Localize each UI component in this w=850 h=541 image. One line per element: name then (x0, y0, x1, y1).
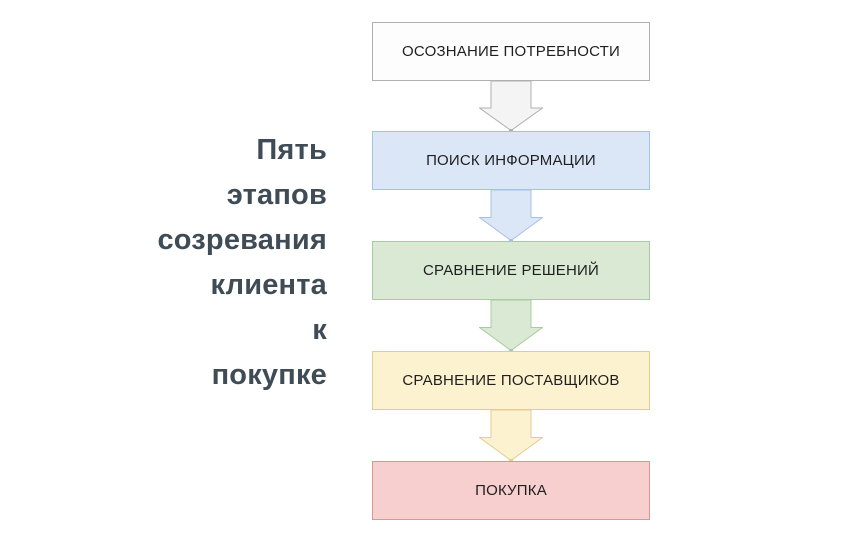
stage-box-purchase: ПОКУПКА (372, 461, 650, 520)
stage-label: ПОКУПКА (475, 482, 547, 499)
diagram-title-line: созревания (157, 224, 327, 256)
stage-label: СРАВНЕНИЕ РЕШЕНИЙ (422, 262, 600, 279)
flow-arrow-down-4 (479, 410, 543, 461)
diagram-title: Пять этапов созревания клиента к покупке (27, 128, 327, 398)
stage-box-need-recognition: ОСОЗНАНИЕ ПОТРЕБНОСТИ (372, 22, 650, 81)
flow-arrow-down-2 (479, 190, 543, 241)
diagram-title-line: к (312, 314, 327, 346)
diagram-title-line: Пять (256, 134, 327, 166)
flow-arrow-down-1 (479, 81, 543, 131)
stage-box-supplier-comparison: СРАВНЕНИЕ ПОСТАВЩИКОВ (372, 351, 650, 410)
diagram-title-line: этапов (226, 179, 327, 211)
diagram-title-line: клиента (210, 269, 327, 301)
stage-box-information-search: ПОИСК ИНФОРМАЦИИ (372, 131, 650, 190)
stage-label: СРАВНЕНИЕ ПОСТАВЩИКОВ (402, 372, 620, 389)
stage-box-solution-comparison: СРАВНЕНИЕ РЕШЕНИЙ (372, 241, 650, 300)
diagram-title-line: покупке (211, 359, 327, 391)
stage-label: ПОИСК ИНФОРМАЦИИ (426, 152, 596, 169)
flow-arrow-down-3 (479, 300, 543, 351)
stage-label: ОСОЗНАНИЕ ПОТРЕБНОСТИ (402, 43, 620, 60)
